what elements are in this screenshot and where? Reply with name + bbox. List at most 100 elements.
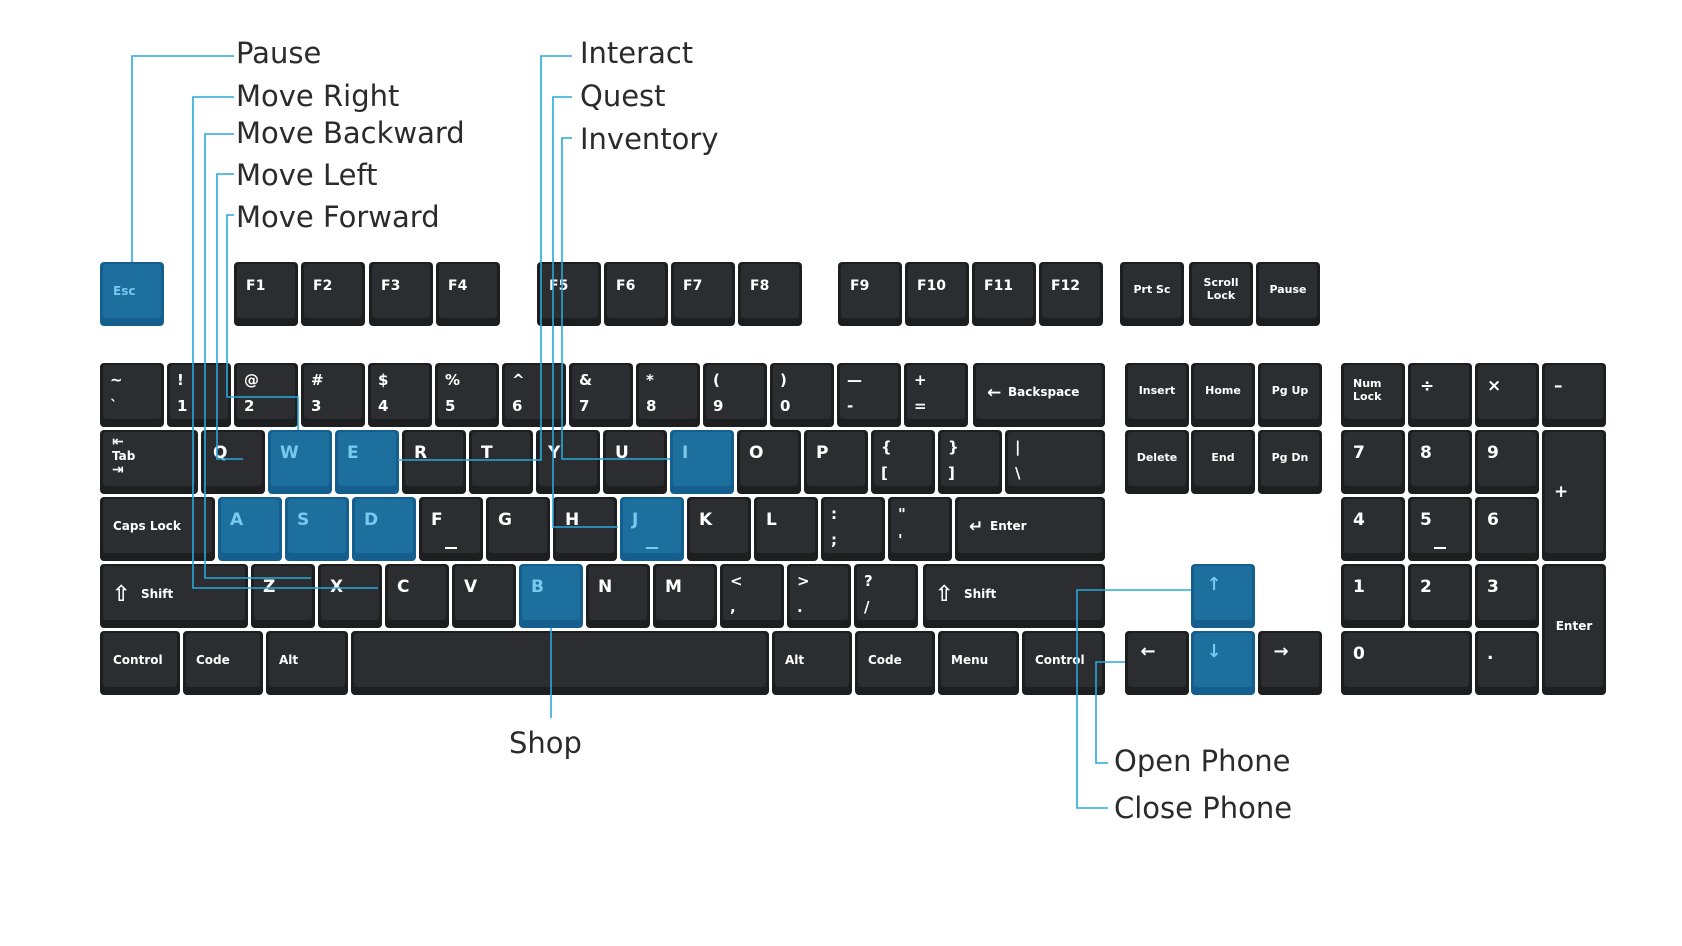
key-menu: Menu — [938, 631, 1019, 695]
key-insert: Insert — [1125, 363, 1189, 427]
key-num9-cap — [1478, 432, 1536, 486]
key-rcode: Code — [855, 631, 935, 695]
key-f1: F1 — [234, 262, 298, 326]
key-c-cap — [388, 566, 446, 620]
key-k9: (9 — [703, 363, 767, 427]
leader-open-phone — [1095, 661, 1125, 764]
key-up-arrow-icon: ↑ — [1206, 574, 1221, 595]
key-z-cap — [254, 566, 312, 620]
key-f6-label: F6 — [616, 278, 635, 294]
key-minus: —- — [837, 363, 901, 427]
key-k8-cap — [639, 365, 697, 419]
key-left-arrow-icon: ← — [1140, 641, 1155, 662]
key-numdot-cap — [1478, 633, 1536, 687]
key-backspace-label: Backspace — [1008, 385, 1079, 399]
key-backslash: |\ — [1005, 430, 1105, 494]
key-minus-label-top: — — [847, 371, 862, 389]
key-minus-cap — [840, 365, 898, 419]
key-minus-label-bottom: - — [847, 397, 853, 415]
key-numplus-label: + — [1554, 482, 1568, 502]
key-k7-label-bottom: 7 — [579, 397, 589, 415]
key-capslock-label: Caps Lock — [113, 519, 182, 533]
key-k0: )0 — [770, 363, 834, 427]
key-s: S — [285, 497, 349, 561]
key-k8-label-top: * — [646, 371, 654, 389]
key-num7-cap — [1344, 432, 1402, 486]
key-numdiv-label: ÷ — [1420, 376, 1434, 396]
key-equal-label-top: + — [914, 371, 927, 389]
key-n-label: N — [598, 577, 612, 597]
key-b-label: B — [531, 577, 544, 597]
key-right-arrow-icon: → — [1273, 641, 1288, 662]
key-e-label: E — [347, 443, 359, 463]
key-space — [351, 631, 769, 695]
key-f10: F10 — [905, 262, 969, 326]
key-tab-label: Tab — [112, 449, 136, 463]
key-o: O — [737, 430, 801, 494]
key-num3: 3 — [1475, 564, 1539, 628]
key-lcontrol-label: Control — [113, 653, 163, 667]
key-numenter-label: Enter — [1556, 619, 1593, 633]
key-numminus-label: – — [1554, 376, 1563, 396]
key-tab-glyph-bottom: ⇥ — [112, 462, 124, 478]
key-backslash-label-bottom: \ — [1015, 464, 1021, 482]
key-period-label-bottom: . — [797, 598, 803, 616]
key-rcontrol: Control — [1022, 631, 1105, 695]
key-period: >. — [787, 564, 851, 628]
key-num4-label: 4 — [1353, 510, 1365, 530]
key-w: W — [268, 430, 332, 494]
key-k9-cap — [706, 365, 764, 419]
key-k5-label-top: % — [445, 371, 460, 389]
key-lcontrol-cap — [103, 633, 177, 687]
key-quote-cap — [891, 499, 949, 553]
key-p-label: P — [816, 443, 828, 463]
key-y: Y — [536, 430, 600, 494]
key-f4: F4 — [436, 262, 500, 326]
key-k7: &7 — [569, 363, 633, 427]
key-u-label: U — [615, 443, 629, 463]
key-slash-cap — [857, 566, 915, 620]
key-x-label: X — [330, 577, 343, 597]
key-insert-label: Insert — [1139, 384, 1176, 397]
key-quote: "' — [888, 497, 952, 561]
key-enter-label: Enter — [990, 519, 1027, 533]
key-d: D — [352, 497, 416, 561]
key-lbracket: {[ — [871, 430, 935, 494]
key-f7: F7 — [671, 262, 735, 326]
key-s-cap — [288, 499, 346, 553]
key-numdot-label: . — [1487, 644, 1493, 664]
key-ralt-cap — [775, 633, 849, 687]
key-tilde-label-bottom: ` — [110, 397, 118, 415]
key-num1: 1 — [1341, 564, 1405, 628]
key-p: P — [804, 430, 868, 494]
key-num8-label: 8 — [1420, 443, 1432, 463]
key-rcontrol-label: Control — [1035, 653, 1085, 667]
key-f12: F12 — [1039, 262, 1103, 326]
key-f9-cap — [841, 264, 899, 318]
key-num5: 5 — [1408, 497, 1472, 561]
key-num2-cap — [1411, 566, 1469, 620]
key-i-cap — [673, 432, 731, 486]
key-lshift: ⇧Shift — [100, 564, 248, 628]
leader-pause — [131, 55, 234, 262]
key-k7-cap — [572, 365, 630, 419]
key-tilde: ~` — [100, 363, 164, 427]
key-down-cap — [1194, 633, 1252, 687]
key-c-label: C — [397, 577, 409, 597]
key-l: L — [754, 497, 818, 561]
key-lshift-label: Shift — [141, 587, 174, 601]
key-ralt-label: Alt — [785, 653, 804, 667]
key-pgdn-cap — [1261, 432, 1319, 486]
key-rbracket-cap — [941, 432, 999, 486]
key-w-cap — [271, 432, 329, 486]
key-k9-label-bottom: 9 — [713, 397, 723, 415]
key-r-cap — [405, 432, 463, 486]
key-enter: ↵Enter — [955, 497, 1105, 561]
key-space-cap — [354, 633, 766, 687]
leader-close-phone — [1076, 589, 1191, 809]
key-lbracket-label-bottom: [ — [881, 464, 888, 482]
key-f11-cap — [975, 264, 1033, 318]
key-l-label: L — [766, 510, 777, 530]
key-num0: 0 — [1341, 631, 1472, 695]
